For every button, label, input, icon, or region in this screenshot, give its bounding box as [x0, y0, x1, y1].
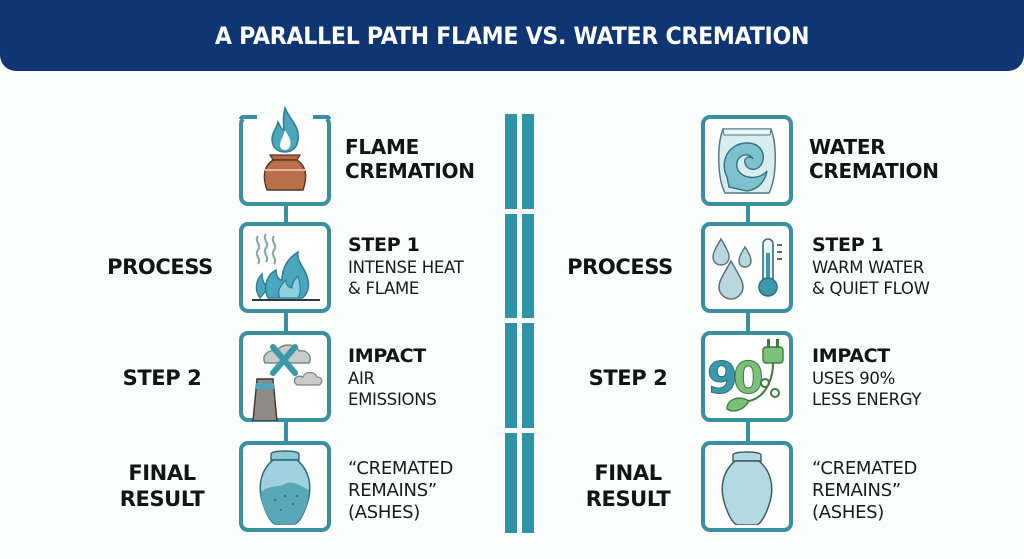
flame-final-text: “CREMATED REMAINS” (ASHES)	[348, 458, 453, 524]
flame-title-line2: CREMATION	[345, 159, 475, 183]
smokestack-emissions-icon	[243, 333, 327, 421]
svg-text:0: 0	[733, 353, 764, 404]
water-impact-line1: USES 90%	[812, 369, 895, 388]
divider-bar-segment	[522, 433, 534, 533]
water-wave-vessel-icon	[715, 125, 779, 197]
divider-bar-segment	[522, 114, 534, 209]
divider-bar-segment	[505, 433, 517, 533]
flame-title: FLAME CREMATION	[345, 135, 475, 183]
water-final-icon-box	[701, 441, 793, 532]
flame-impact-line1: AIR	[348, 369, 375, 388]
page-title: A PARALLEL PATH FLAME VS. WATER CREMATIO…	[214, 21, 810, 50]
water-impact-text: IMPACT USES 90% LESS ENERGY	[812, 344, 922, 410]
water-title: WATER CREMATION	[809, 135, 939, 183]
fire-heat-icon	[246, 230, 324, 306]
water-connector-3	[746, 421, 750, 442]
water-step1-heading: STEP 1	[812, 234, 884, 256]
water-row-label-step2: STEP 2	[588, 366, 668, 390]
flame-step1-heading: STEP 1	[348, 234, 420, 256]
water-step1-line2: & QUIET FLOW	[812, 279, 930, 298]
flame-title-icon-box	[239, 105, 331, 206]
water-final-line2: REMAINS”	[812, 480, 901, 501]
flame-row-label-process: PROCESS	[107, 255, 213, 279]
empty-urn-icon	[719, 449, 775, 525]
water-connector-1	[746, 205, 750, 223]
flame-impact-line2: EMISSIONS	[348, 390, 437, 409]
water-drops-thermometer-icon	[709, 235, 785, 301]
water-final-line1: “CREMATED	[812, 458, 918, 479]
title-banner: A PARALLEL PATH FLAME VS. WATER CREMATIO…	[0, 0, 1024, 71]
water-row-label-final: FINAL RESULT	[585, 461, 671, 511]
flame-step1-icon-box	[239, 222, 331, 313]
flame-impact-icon-box	[239, 331, 331, 422]
flame-row-label-step2: STEP 2	[122, 366, 202, 390]
flame-connector-2	[284, 312, 288, 332]
divider-bar-segment	[522, 214, 534, 318]
flame-urn-icon	[250, 105, 320, 202]
flame-step1-line2: & FLAME	[348, 279, 420, 298]
ninety-percent-energy-icon: 9 0	[705, 337, 789, 417]
flame-step1-text: STEP 1 INTENSE HEAT & FLAME	[348, 233, 464, 299]
flame-impact-heading: IMPACT	[348, 345, 426, 367]
flame-row-label-final: FINAL RESULT	[119, 461, 205, 511]
divider-bar-segment	[522, 323, 534, 428]
divider-bar-segment	[505, 214, 517, 318]
water-title-icon-box	[701, 115, 793, 206]
water-step1-text: STEP 1 WARM WATER & QUIET FLOW	[812, 233, 930, 299]
flame-step1-line1: INTENSE HEAT	[348, 258, 464, 277]
divider-bar-segment	[505, 323, 517, 428]
flame-final-line3: (ASHES)	[348, 502, 421, 523]
water-final-line3: (ASHES)	[812, 502, 885, 523]
svg-text:9: 9	[707, 353, 738, 404]
water-title-line1: WATER	[809, 135, 886, 159]
flame-final-line2: REMAINS”	[348, 480, 437, 501]
flame-final-icon-box	[239, 441, 331, 532]
water-final-text: “CREMATED REMAINS” (ASHES)	[812, 458, 917, 524]
flame-title-line1: FLAME	[345, 135, 419, 159]
water-title-line2: CREMATION	[809, 159, 939, 183]
water-impact-line2: LESS ENERGY	[812, 390, 922, 409]
urn-with-ashes-icon	[255, 448, 315, 526]
water-impact-icon-box: 9 0	[701, 331, 793, 422]
flame-connector-3	[284, 421, 288, 442]
water-impact-heading: IMPACT	[812, 345, 890, 367]
water-step1-line1: WARM WATER	[812, 258, 925, 277]
flame-impact-text: IMPACT AIR EMISSIONS	[348, 344, 437, 410]
water-step1-icon-box	[701, 222, 793, 313]
water-connector-2	[746, 312, 750, 332]
divider-bar-segment	[505, 114, 517, 209]
flame-final-line1: “CREMATED	[348, 458, 454, 479]
water-row-label-process: PROCESS	[567, 255, 673, 279]
flame-connector-1	[284, 205, 288, 223]
